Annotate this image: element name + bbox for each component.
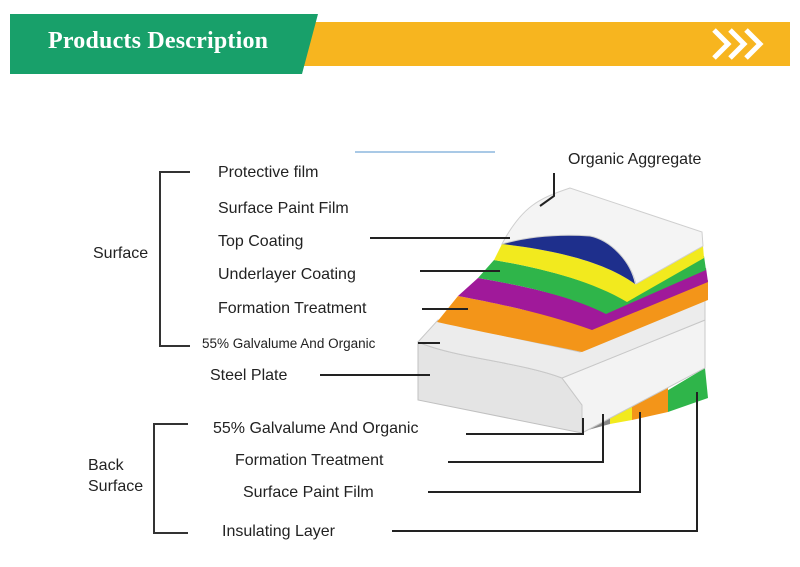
label-galvalume-surface: 55% Galvalume And Organic [202, 336, 376, 351]
label-insulating-layer: Insulating Layer [222, 523, 335, 540]
header-banner [10, 14, 790, 74]
layer-orange [437, 280, 708, 352]
layer-magenta [458, 268, 708, 330]
label-galvalume-back: 55% Galvalume And Organic [213, 420, 419, 437]
chevron-right-icon [712, 28, 764, 60]
banner-green-block [10, 14, 318, 74]
leader-lines [320, 173, 698, 532]
label-surface-paint-film: Surface Paint Film [218, 200, 349, 217]
label-steel-plate: Steel Plate [210, 367, 288, 384]
label-top-coating: Top Coating [218, 233, 304, 250]
label-surface-paint-film-back: Surface Paint Film [243, 484, 374, 501]
surface-bracket [159, 171, 190, 347]
label-back-surface-group: Back Surface [88, 455, 143, 497]
label-back-line2: Surface [88, 478, 144, 495]
layer-top-white [501, 187, 704, 285]
label-formation-treatment-back: Formation Treatment [235, 452, 384, 469]
label-surface-group: Surface [93, 245, 149, 262]
page-title: Products Description [48, 28, 269, 54]
label-underlayer-coating: Underlayer Coating [218, 266, 356, 283]
layer-yellow [494, 244, 704, 302]
label-protective-film: Protective film [218, 164, 319, 181]
label-organic-aggregate: Organic Aggregate [568, 151, 702, 168]
label-formation-treatment: Formation Treatment [218, 300, 367, 317]
layer-blue [502, 235, 635, 284]
label-back-line1: Back [88, 457, 124, 474]
back-surface-bracket [153, 423, 188, 534]
layer-diagram [153, 151, 708, 534]
